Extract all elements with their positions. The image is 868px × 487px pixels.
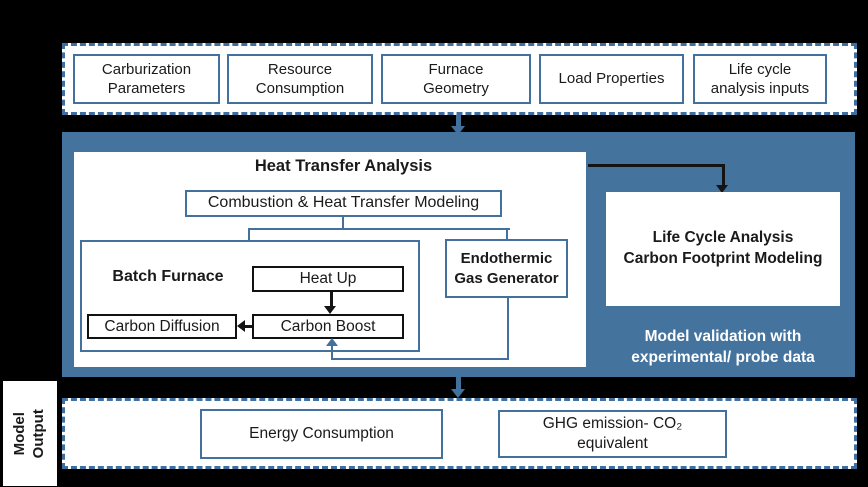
input-box-carburization-parameters: Carburization Parameters (73, 54, 220, 104)
carbon-boost-box: Carbon Boost (252, 314, 404, 339)
life-cycle-analysis-box: Life Cycle Analysis Carbon Footprint Mod… (606, 192, 840, 306)
batch-furnace-label: Batch Furnace (112, 268, 224, 285)
output-box-energy-consumption: Energy Consumption (200, 409, 443, 459)
model-output-side-box: Model Output (3, 381, 57, 486)
arrow-endo-to-carbonboost-head (326, 338, 338, 346)
model-output-panel (62, 398, 857, 469)
heat-transfer-analysis-title: Heat Transfer Analysis (254, 157, 433, 175)
arrow-analysis-to-output-head (451, 389, 465, 398)
arrow-analysis-to-lca-horizontal (588, 164, 725, 167)
arrow-carbonboost-to-carbondiffusion-head (237, 320, 245, 332)
arrow-analysis-to-lca-vertical (722, 164, 725, 185)
arrow-analysis-to-output-shaft (456, 377, 461, 390)
arrow-analysis-to-lca-head (716, 185, 728, 193)
connector-branch-left-drop (248, 230, 250, 240)
connector-branch-right-drop (506, 230, 508, 239)
connector-combustion-stub (342, 217, 344, 228)
input-box-load-properties: Load Properties (539, 54, 684, 104)
output-box-ghg-emission: GHG emission- CO₂ equivalent (498, 410, 727, 458)
input-box-furnace-geometry: Furnace Geometry (381, 54, 531, 104)
connector-endo-down (507, 298, 509, 358)
combustion-heat-transfer-modeling-box: Combustion & Heat Transfer Modeling (185, 190, 502, 217)
model-output-side-label: Model Output (11, 408, 47, 459)
carbon-diffusion-box: Carbon Diffusion (87, 314, 237, 339)
connector-endo-up (331, 345, 333, 358)
arrow-carbonboost-to-carbondiffusion-shaft (245, 325, 252, 328)
endothermic-gas-generator-box: Endothermic Gas Generator (445, 239, 568, 298)
connector-branch-horizontal (248, 228, 510, 230)
connector-endo-horizontal (331, 358, 509, 360)
arrow-heatup-to-carbonboost-head (324, 306, 336, 314)
input-box-resource-consumption: Resource Consumption (227, 54, 373, 104)
input-box-life-cycle-analysis-inputs: Life cycle analysis inputs (693, 54, 827, 104)
model-validation-note: Model validation with experimental/ prob… (631, 328, 815, 366)
arrow-inputs-to-analysis-head (451, 126, 465, 135)
arrow-heatup-to-carbonboost-shaft (330, 291, 333, 307)
heat-up-box: Heat Up (252, 266, 404, 292)
arrow-inputs-to-analysis-shaft (456, 115, 461, 128)
